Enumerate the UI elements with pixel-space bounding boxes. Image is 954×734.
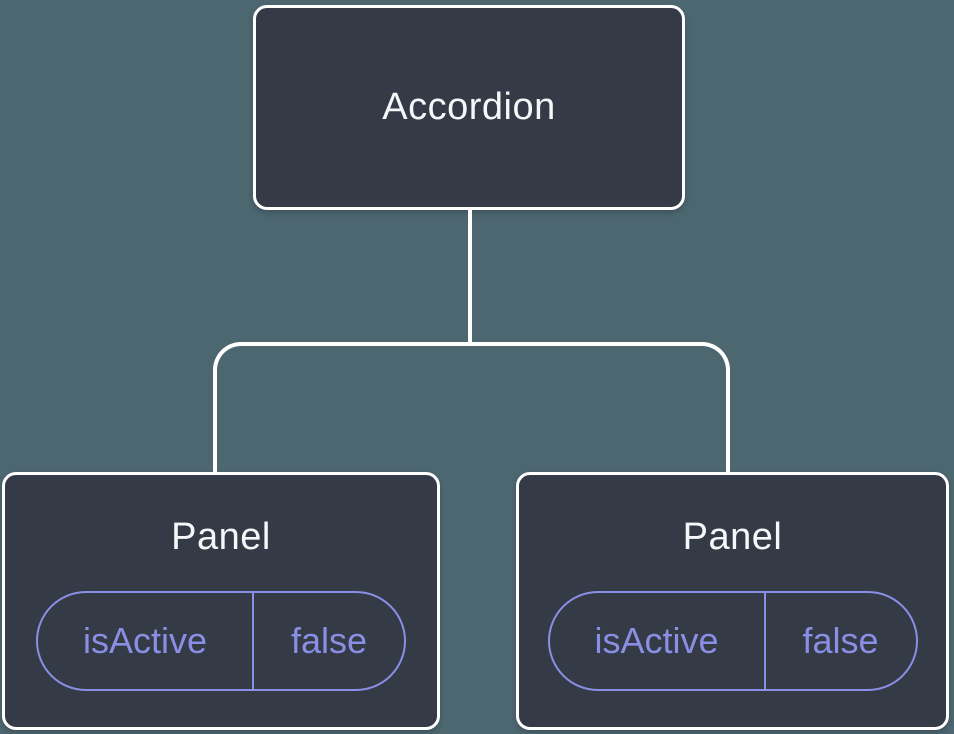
panel-node-right: Panel isActive false (516, 472, 949, 730)
panel-node-left: Panel isActive false (2, 472, 440, 730)
accordion-node: Accordion (253, 5, 685, 210)
state-name: isActive (38, 593, 255, 689)
connector-stem (468, 210, 472, 344)
connector-bracket (213, 342, 730, 472)
state-pill: isActive false (36, 591, 406, 691)
state-pill: isActive false (547, 591, 918, 691)
panel-node-label: Panel (682, 516, 783, 558)
state-name: isActive (550, 593, 766, 689)
state-value: false (291, 620, 368, 661)
state-value: false (802, 620, 879, 661)
accordion-node-label: Accordion (382, 86, 556, 128)
panel-node-label: Panel (171, 516, 271, 558)
